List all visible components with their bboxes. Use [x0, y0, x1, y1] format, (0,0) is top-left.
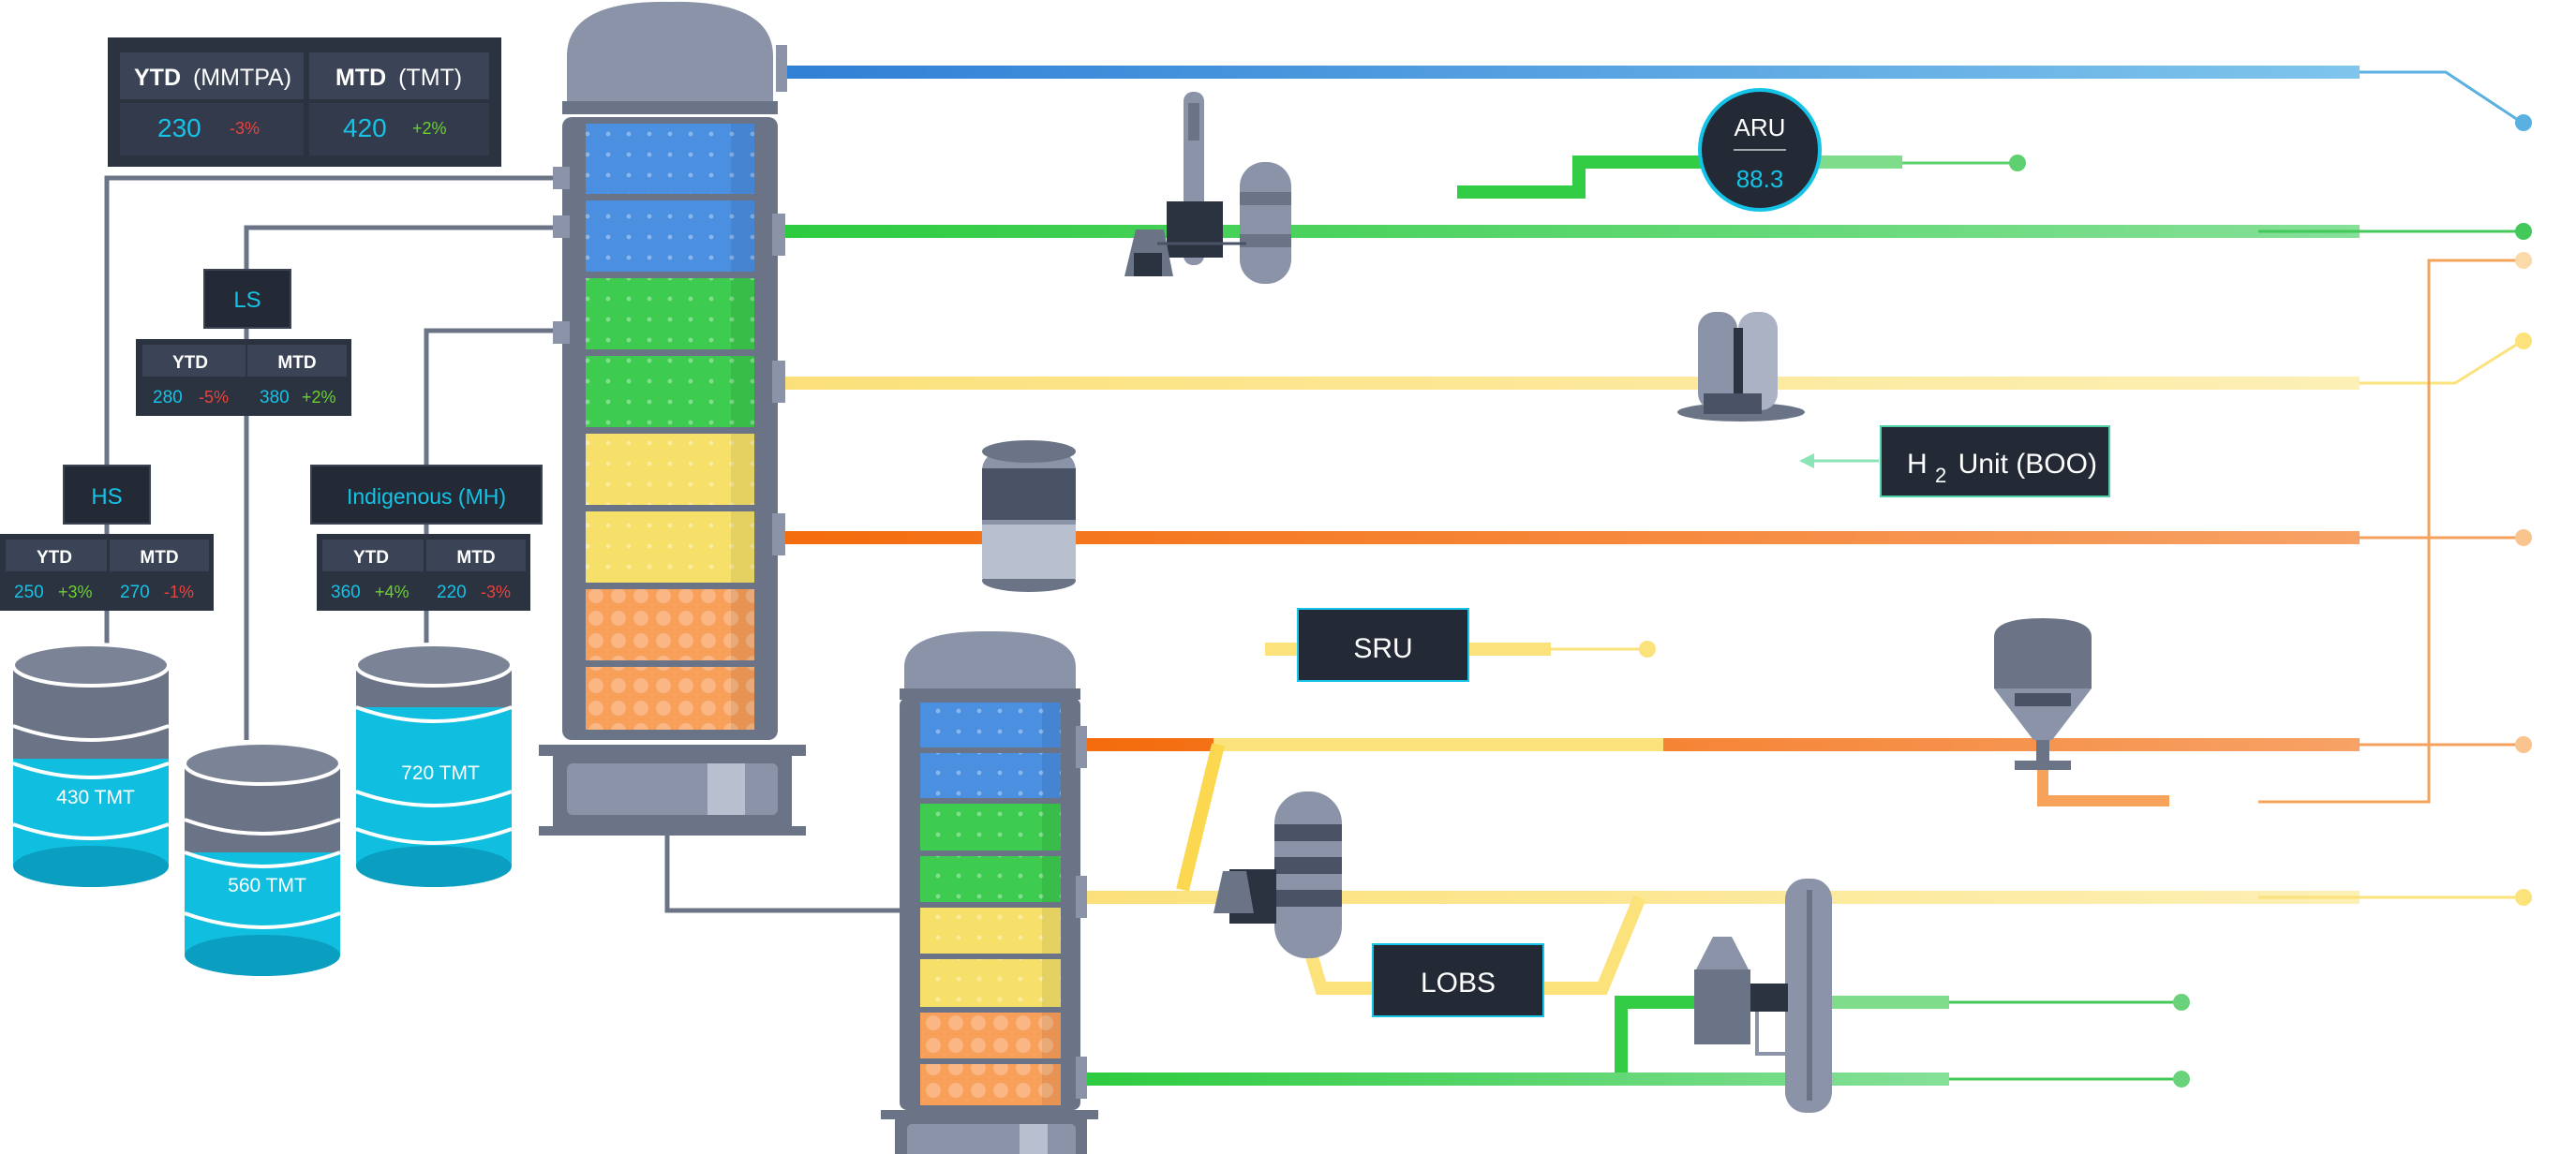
storage-tank-ls: 560 TMT — [183, 741, 342, 976]
ytd-value: 360 — [331, 583, 361, 602]
ytd-change: +4% — [375, 583, 409, 601]
mtd-value: 270 — [120, 583, 150, 602]
column-reactor-icon — [1694, 879, 1832, 1113]
mtd-label: MTD — [456, 548, 495, 568]
mtd-change: +2% — [412, 119, 447, 138]
reactor-unit-lower — [1214, 792, 1342, 958]
aru-label: ARU — [1735, 113, 1786, 141]
aru-indicator: ARU 88.3 — [1698, 88, 1822, 212]
source-hs: HS YTD MTD 250 +3% 270 -1% — [0, 465, 214, 611]
ytd-change: +3% — [58, 583, 93, 601]
green-product-line — [776, 225, 2360, 238]
h2-unit-label: H 2 Unit (BOO) — [1880, 425, 2110, 497]
ytd-change: -3% — [230, 119, 260, 138]
ytd-change: -5% — [199, 388, 229, 407]
lobs-label: LOBS — [1372, 943, 1544, 1017]
blue-product-line — [776, 66, 2360, 79]
mtd-label: MTD — [335, 65, 386, 91]
tank-volume: 720 TMT — [401, 762, 480, 784]
tank-volume: 560 TMT — [228, 875, 306, 896]
source-indigenous: Indigenous (MH) YTD MTD 360 +4% 220 -3% — [310, 465, 543, 611]
hopper-icon — [1994, 618, 2092, 770]
mtd-label: MTD — [140, 548, 178, 568]
source-name: LS — [233, 288, 261, 313]
storage-tank-hs: 430 TMT — [11, 643, 171, 887]
mtd-value: 220 — [437, 583, 467, 602]
orange-product-line — [776, 531, 2360, 544]
mtd-change: -1% — [164, 583, 194, 601]
ytd-unit: (MMTPA) — [193, 65, 291, 91]
storage-drum-icon — [982, 440, 1076, 592]
ytd-label: YTD — [134, 65, 181, 91]
mtd-value: 420 — [343, 113, 387, 142]
lobs-text: LOBS — [1421, 968, 1496, 999]
source-ls: LS YTD MTD 280 -5% 380 +2% — [136, 269, 351, 416]
svg-text:MTD (TMT): MTD (TMT) — [335, 65, 462, 91]
ytd-label: YTD — [353, 548, 389, 568]
storage-tank-indigenous: 720 TMT — [354, 643, 514, 887]
ytd-label: YTD — [37, 548, 72, 568]
h2-prefix: H — [1907, 449, 1928, 480]
sru-label: SRU — [1297, 608, 1469, 682]
aru-value: 88.3 — [1736, 165, 1784, 193]
sru-text: SRU — [1353, 633, 1412, 664]
ytd-value: 230 — [157, 113, 201, 142]
source-name: HS — [91, 484, 122, 510]
tank-volume: 430 TMT — [56, 787, 135, 808]
yellow-product-line — [776, 377, 2360, 390]
ytd-value: 250 — [14, 583, 44, 602]
mtd-change: +2% — [302, 388, 336, 407]
ytd-value: 280 — [153, 388, 183, 407]
mtd-change: -3% — [481, 583, 511, 601]
mtd-unit: (TMT) — [398, 65, 462, 91]
svg-text:H 2 Unit (BOO): H 2 Unit (BOO) — [1907, 449, 2097, 489]
secondary-distillation-column — [881, 630, 1098, 1154]
summary-panel: YTD (MMTPA) MTD (TMT) 230 -3% 420 +2% — [108, 37, 501, 167]
h2-suffix: Unit (BOO) — [1958, 449, 2097, 480]
reactor-unit-top — [1124, 92, 1291, 284]
mtd-value: 380 — [260, 388, 290, 407]
ytd-label: YTD — [172, 353, 208, 373]
main-distillation-column — [539, 1, 806, 836]
hydrogen-plant-icon — [1677, 312, 1805, 422]
mtd-label: MTD — [277, 353, 316, 373]
svg-text:YTD (MMTPA): YTD (MMTPA) — [134, 65, 291, 91]
h2-subscript: 2 — [1935, 464, 1946, 487]
source-name: Indigenous (MH) — [347, 484, 506, 509]
